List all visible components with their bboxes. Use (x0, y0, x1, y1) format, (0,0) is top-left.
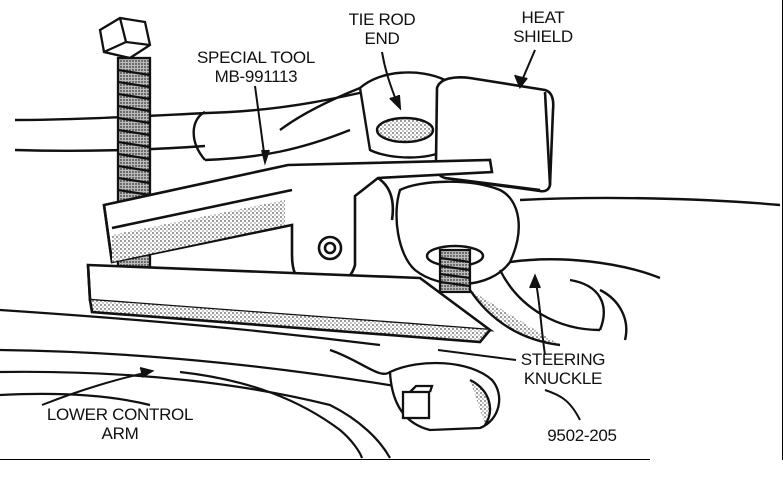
special-tool-lower-jaw (86, 263, 495, 344)
label-heat-shield-line2: SHIELD (513, 27, 573, 46)
label-tie-rod-end-line1: TIE ROD (348, 10, 416, 29)
label-steering-knuckle-line2: KNUCKLE (523, 369, 603, 388)
castle-nut (329, 348, 501, 432)
ball-joint-stud (438, 248, 472, 294)
label-lower-control-arm: LOWER CONTROL ARM (30, 405, 210, 443)
label-special-tool-line1: SPECIAL TOOL (197, 48, 315, 67)
label-heat-shield: HEAT SHIELD (498, 8, 588, 46)
figure-number: 9502-205 (547, 426, 617, 445)
lower-control-arm-outline (0, 308, 421, 459)
label-special-tool: SPECIAL TOOL MB-991113 (182, 48, 330, 86)
label-steering-knuckle-line1: STEERING (520, 350, 606, 369)
label-heat-shield-line1: HEAT (521, 8, 565, 27)
frame-bottom-rule (0, 459, 650, 460)
label-lower-control-arm-line2: ARM (101, 424, 139, 443)
label-tie-rod-end-line2: END (364, 29, 400, 48)
label-tie-rod-end: TIE ROD END (332, 10, 432, 48)
leader-lines (41, 49, 581, 421)
label-special-tool-line2: MB-991113 (214, 67, 298, 86)
tie-rod (14, 83, 396, 162)
label-lower-control-arm-line1: LOWER CONTROL (46, 405, 194, 424)
label-steering-knuckle: STEERING KNUCKLE (508, 350, 618, 388)
